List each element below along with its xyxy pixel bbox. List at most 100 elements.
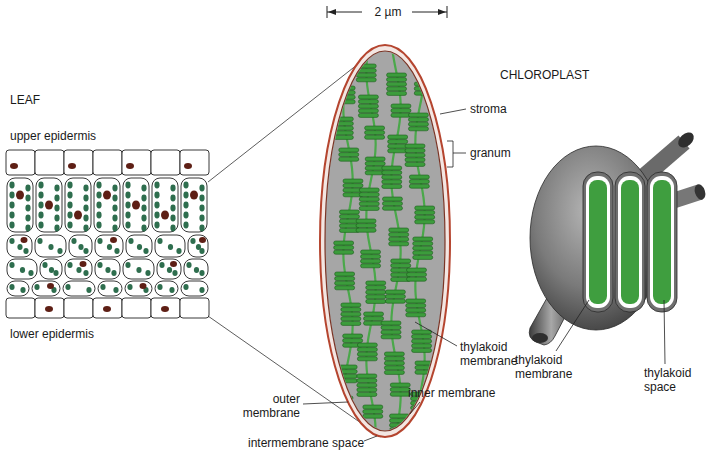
scale-label: 2 µm: [368, 5, 408, 19]
chloroplast-dot: [107, 244, 112, 250]
granum-disc: [384, 352, 404, 356]
granum-disc: [385, 290, 405, 294]
chloroplast-dot: [112, 205, 117, 212]
granum-disc: [341, 303, 361, 307]
leaf-cell: [152, 178, 178, 232]
granum-disc: [333, 117, 353, 121]
granum-disc: [358, 95, 378, 99]
granum-disc: [406, 304, 426, 308]
chloroplast-dot: [96, 192, 101, 199]
chloroplast-dot: [143, 248, 148, 254]
granum-disc: [391, 104, 411, 108]
chloroplast-dot: [141, 205, 146, 212]
chloroplast-dot: [86, 287, 91, 293]
illustration-rect: [618, 176, 642, 308]
chloroplast-dot: [169, 287, 174, 293]
chloroplast-dot: [54, 185, 59, 192]
chloroplast-dot: [141, 185, 146, 192]
granum-disc: [335, 281, 355, 285]
chloroplast-dot: [183, 182, 188, 189]
granum-disc: [407, 268, 427, 272]
granum-disc: [382, 184, 402, 188]
illustration-rect: [653, 180, 671, 304]
leaf-cell: [40, 259, 62, 279]
nucleus-dot: [16, 191, 24, 200]
structure-title: CHLOROPLAST: [500, 68, 589, 82]
chloroplast-dot: [141, 215, 146, 222]
leaf-cell: [155, 281, 178, 296]
granum-disc: [381, 321, 401, 325]
chloroplast-dot: [199, 205, 204, 212]
chloroplast-dot: [199, 287, 204, 293]
granum-disc: [382, 206, 402, 210]
leaf-cell: [122, 298, 151, 318]
chloroplast-dot: [67, 262, 72, 268]
granum-disc: [387, 73, 407, 77]
chloroplast-dot: [25, 205, 30, 212]
granum-disc: [388, 135, 408, 139]
granum-disc: [365, 162, 385, 166]
illustration-line: [447, 6, 448, 18]
granum-disc: [341, 60, 361, 64]
chloroplast-dot: [9, 182, 14, 189]
granum-3d: [529, 130, 707, 345]
scale-bar: [327, 6, 447, 18]
chloroplast-dot: [113, 287, 118, 293]
leaf-cell: [180, 298, 209, 318]
chloroplast-dot: [112, 185, 117, 192]
granum-disc: [333, 410, 353, 414]
chloroplast-dot: [183, 284, 188, 290]
chloroplast-dot: [96, 212, 101, 219]
granum-disc: [365, 126, 385, 130]
chloroplast-dot: [17, 244, 22, 250]
leaf-cell: [32, 281, 60, 296]
granum-disc: [415, 215, 435, 219]
granum-disc: [357, 348, 377, 352]
granum-disc: [341, 55, 361, 59]
chloroplast-dot: [170, 195, 175, 202]
granum-disc: [359, 206, 379, 210]
leaf-cell: [65, 178, 91, 232]
nucleus-dot: [45, 306, 53, 312]
illustration-line: [410, 402, 420, 414]
chloroplast-dot: [196, 244, 201, 250]
leaf-cell: [184, 259, 208, 279]
granum-disc: [343, 334, 363, 338]
granum-disc: [413, 251, 433, 255]
granum-disc: [366, 286, 386, 290]
chloroplast-dot: [183, 222, 188, 229]
part-label: stroma: [470, 102, 507, 116]
illustration-ellipse: [530, 146, 662, 330]
granum-disc: [366, 290, 386, 294]
leaf-cell: [180, 150, 209, 175]
granum-disc: [382, 202, 402, 206]
chloroplast-dot: [186, 262, 191, 268]
leaf-cell: [181, 178, 207, 232]
part-label: outer membrane: [230, 392, 300, 420]
granum-disc: [415, 366, 435, 370]
granum-disc: [364, 312, 384, 316]
granum-disc: [413, 246, 433, 250]
leaf-cell: [69, 235, 92, 257]
granum-disc: [356, 219, 376, 223]
part-label: granum: [470, 146, 511, 160]
chloroplast-dot: [23, 248, 28, 254]
chloroplast-dot: [96, 222, 101, 229]
granum-disc: [335, 100, 355, 104]
granum-disc: [356, 73, 376, 77]
granum-disc: [365, 157, 385, 161]
illustration-line: [440, 109, 466, 114]
chloroplast-dot: [125, 192, 130, 199]
leaf-cell: [157, 259, 181, 279]
nucleus-dot: [110, 237, 117, 243]
granum-disc: [408, 118, 428, 122]
leaf-cell: [123, 178, 149, 232]
chloroplast-dot: [38, 182, 43, 189]
illustration-line: [453, 153, 466, 154]
chloroplast-dot: [199, 270, 204, 276]
granum-disc: [387, 82, 407, 86]
granum-disc: [405, 437, 425, 441]
chloroplast-dot: [83, 248, 88, 254]
chloroplast-dot: [67, 222, 72, 229]
granum-disc: [358, 100, 378, 104]
